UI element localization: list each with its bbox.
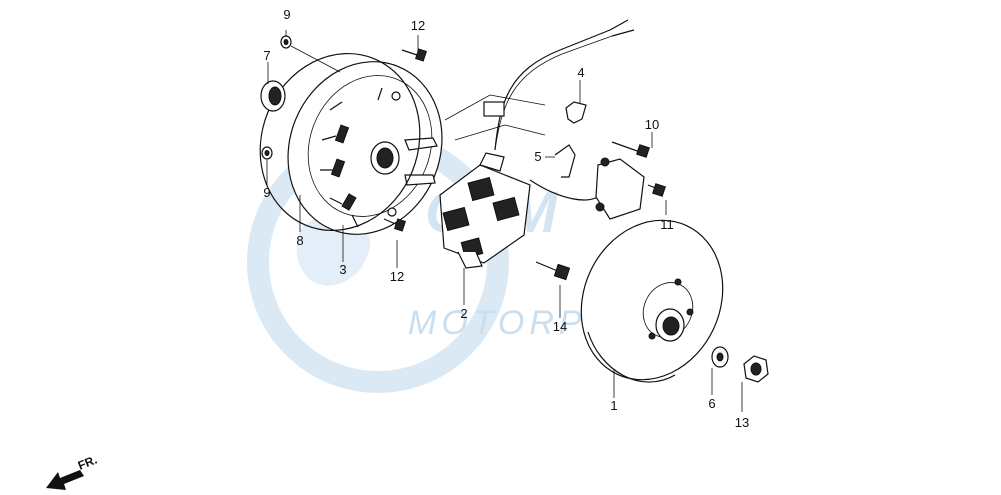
oil-seal <box>260 80 286 112</box>
bolt-14 <box>535 261 571 281</box>
part-label-8: 8 <box>296 233 303 248</box>
front-direction-label: FR. <box>76 453 99 473</box>
part-label-13: 13 <box>735 415 749 430</box>
gasket <box>259 52 421 232</box>
flywheel-washer <box>711 346 729 368</box>
screw-10 <box>611 141 650 158</box>
part-label-1: 1 <box>610 398 617 413</box>
screw-11 <box>647 183 666 197</box>
part-label-4: 4 <box>577 65 584 80</box>
stator-base-plate <box>287 61 443 235</box>
part-label-10: 10 <box>645 117 659 132</box>
part-label-12-lower: 12 <box>390 269 404 284</box>
washer-lower <box>261 146 273 160</box>
front-direction-indicator: FR. <box>46 453 99 490</box>
part-label-7: 7 <box>263 48 270 63</box>
flywheel-nut <box>743 355 769 383</box>
flywheel <box>580 219 724 383</box>
front-arrow-icon <box>46 470 84 490</box>
pulse-generator <box>595 157 645 220</box>
washer-top <box>280 35 292 49</box>
leader-lines <box>266 30 743 412</box>
part-labels: 9 7 9 8 3 12 12 2 4 5 10 11 14 1 6 13 <box>263 7 749 430</box>
part-label-6: 6 <box>708 396 715 411</box>
part-label-12-top: 12 <box>411 18 425 33</box>
bolt-lower <box>383 218 406 232</box>
part-label-14: 14 <box>553 319 567 334</box>
part-label-5: 5 <box>534 149 541 164</box>
part-label-9-lower: 9 <box>263 185 270 200</box>
wire-clamp-lower <box>554 144 576 178</box>
bolt-top <box>401 48 427 62</box>
part-label-3: 3 <box>339 262 346 277</box>
wire-clamp <box>565 101 587 124</box>
part-label-11: 11 <box>660 217 674 232</box>
stator-coil <box>439 152 531 269</box>
part-label-9-top: 9 <box>283 7 290 22</box>
part-label-2: 2 <box>460 306 467 321</box>
